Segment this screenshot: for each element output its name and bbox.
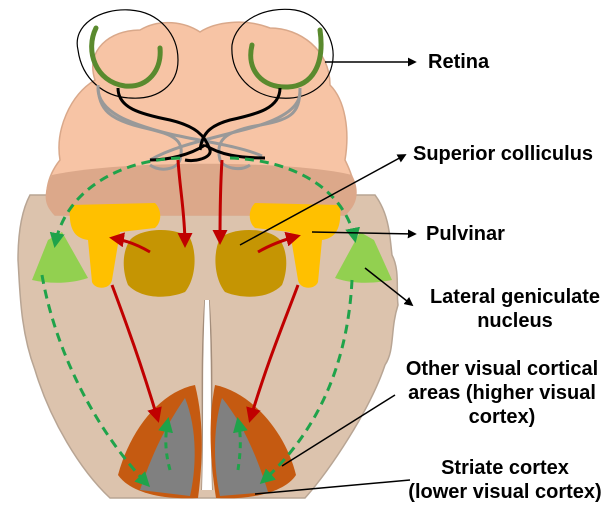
superior-colliculus-label-text: Superior colliculus bbox=[413, 142, 593, 166]
striate-cortex-label: Striate cortex (lower visual cortex) bbox=[400, 456, 610, 504]
other-visual-cortical-areas-label: Other visual cortical areas (higher visu… bbox=[395, 357, 609, 429]
lgn-label: Lateral geniculate nucleus bbox=[425, 285, 605, 333]
retina-label-text: Retina bbox=[428, 50, 489, 74]
striate-label-line1: Striate cortex bbox=[400, 456, 610, 480]
striate-label-line2: (lower visual cortex) bbox=[400, 480, 610, 504]
other-label-line3: cortex) bbox=[395, 405, 609, 429]
pulvinar-label-text: Pulvinar bbox=[426, 222, 505, 246]
lgn-label-line2: nucleus bbox=[425, 309, 605, 333]
pulvinar-label: Pulvinar bbox=[426, 222, 505, 246]
superior-colliculus-label: Superior colliculus bbox=[413, 142, 593, 166]
right-superior-colliculus bbox=[215, 230, 286, 297]
other-label-line2: areas (higher visual bbox=[395, 381, 609, 405]
other-label-line1: Other visual cortical bbox=[395, 357, 609, 381]
retina-label: Retina bbox=[428, 50, 489, 74]
lgn-label-line1: Lateral geniculate bbox=[425, 285, 605, 309]
